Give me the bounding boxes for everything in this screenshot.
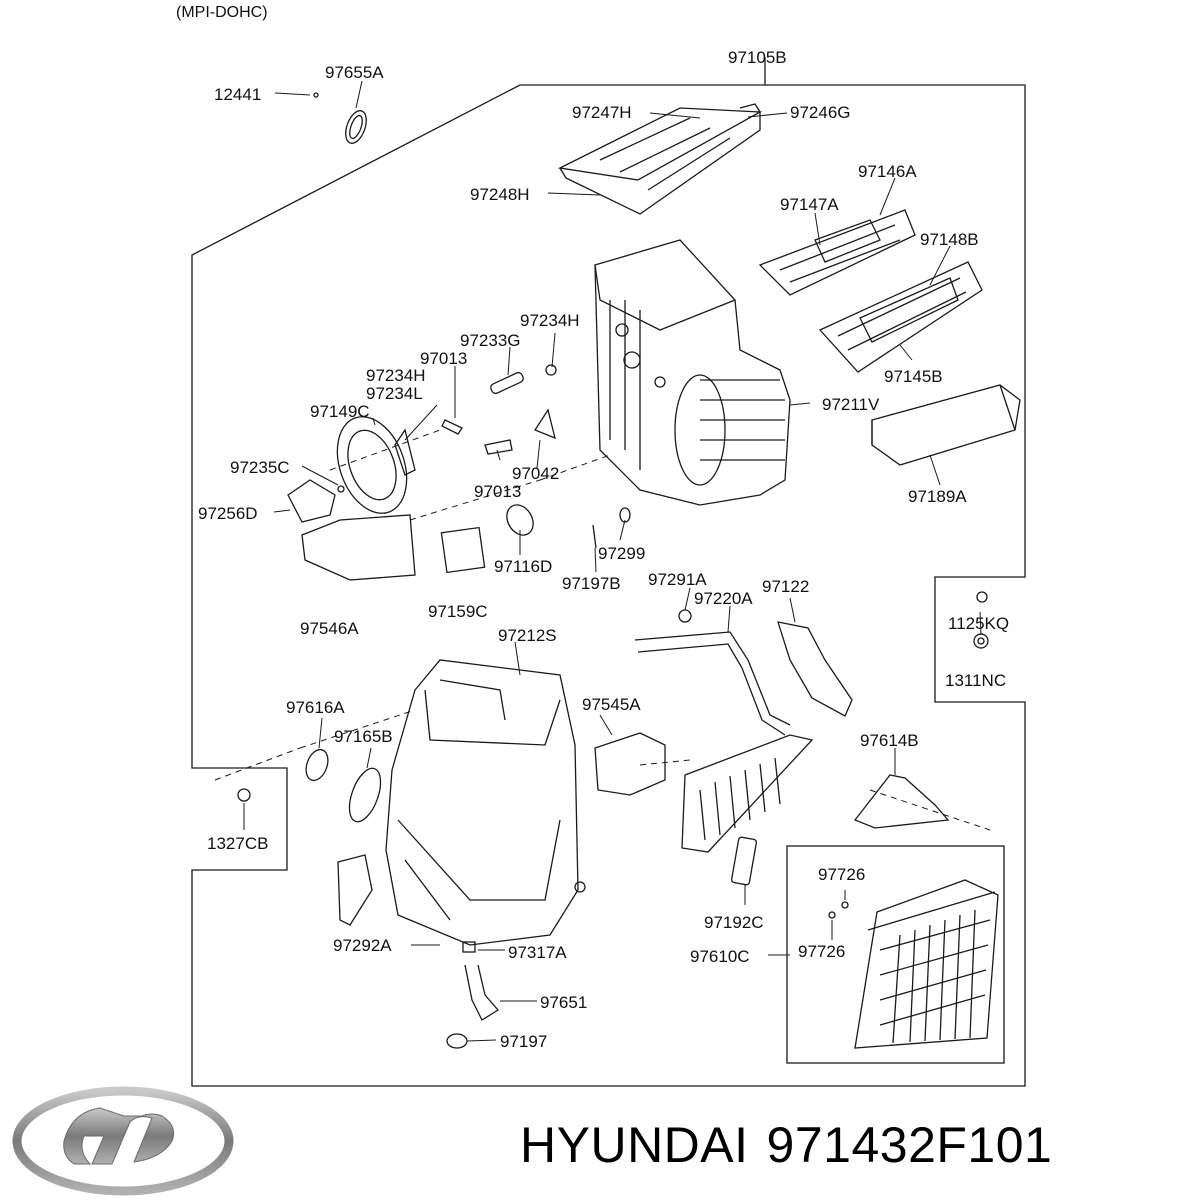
pipe-97220A: [634, 609, 791, 736]
engine-variant-label: (MPI-DOHC): [176, 4, 268, 21]
lower-housing-shape: [385, 659, 579, 946]
callout-97116D: 97116D: [494, 557, 553, 576]
callout-97616A: 97616A: [286, 698, 345, 717]
callout-97212S: 97212S: [498, 626, 557, 645]
callout-97234H: 97234H: [520, 311, 580, 330]
callout-97256D: 97256D: [198, 504, 258, 523]
bracket-97614B: [853, 774, 950, 829]
callout-97233G: 97233G: [460, 331, 521, 350]
callout-97042: 97042: [512, 464, 560, 483]
callout-97247H: 97247H: [572, 103, 632, 122]
callout-97299: 97299: [598, 544, 646, 563]
assembly-boundary: [191, 84, 1026, 1087]
callout-97197B: 97197B: [562, 574, 621, 593]
callout-97149C: 97149C: [310, 402, 370, 421]
heater-core-97610C-shape: [854, 879, 999, 1049]
motor-97545A: [594, 732, 666, 796]
duct-97189A-shape: [871, 384, 1021, 466]
mode-door-shape: [758, 209, 916, 296]
callout-97235C: 97235C: [230, 458, 290, 477]
callout-97234H-2: 97234H: [366, 366, 426, 385]
actuator-97159C: [440, 526, 486, 574]
callout-97292A: 97292A: [333, 936, 392, 955]
callout-97147A: 97147A: [780, 195, 839, 214]
callout-97148B: 97148B: [920, 230, 979, 249]
callout-97614B: 97614B: [860, 731, 919, 750]
callout-97726: 97726: [818, 865, 866, 884]
actuator-97256D: [287, 479, 336, 523]
callout-97610C: 97610C: [690, 947, 750, 966]
callout-1125KQ: 1125KQ: [948, 614, 1010, 633]
part-97233G: [490, 371, 524, 395]
callout-12441: 12441: [214, 85, 262, 104]
brand-part-number: HYUNDAI 971432F101: [520, 1116, 1052, 1174]
callout-97655A: 97655A: [325, 63, 384, 82]
callout-97122: 97122: [762, 577, 810, 596]
temp-door-shape: [818, 261, 983, 373]
callout-1327CB: 1327CB: [207, 834, 269, 853]
callout-97159C: 97159C: [428, 602, 488, 621]
callout-97165B: 97165B: [334, 727, 393, 746]
bracket-97122: [777, 621, 853, 717]
callout-97651: 97651: [540, 993, 588, 1012]
upper-housing-shape: [594, 239, 791, 506]
duct-97546A: [301, 514, 416, 581]
callout-97211V: 97211V: [822, 395, 880, 414]
callout-97197: 97197: [500, 1032, 548, 1051]
seal-97192C: [730, 836, 758, 886]
callout-97220A: 97220A: [694, 589, 753, 608]
callout-97189A: 97189A: [908, 487, 967, 506]
filter-cover-shape: [557, 103, 763, 215]
part-number: 971432F101: [766, 1117, 1053, 1173]
callout-97145B: 97145B: [884, 367, 943, 386]
disc-97149C: [336, 416, 408, 514]
callout-97105B: 97105B: [728, 48, 787, 67]
callout-97726-2: 97726: [798, 942, 846, 961]
callout-97013: 97013: [420, 349, 468, 368]
drain-97651: [464, 964, 499, 1021]
callout-97546A: 97546A: [300, 619, 359, 638]
gasket-97655A: [345, 110, 367, 144]
heater-core-shape: [681, 734, 814, 853]
brand-name: HYUNDAI: [520, 1117, 749, 1173]
callout-97192C: 97192C: [704, 913, 764, 932]
hyundai-logo: [12, 1086, 234, 1196]
callout-97545A: 97545A: [582, 695, 641, 714]
callout-97013-2: 97013: [474, 482, 522, 501]
callout-97317A: 97317A: [508, 943, 567, 962]
callout-97291A: 97291A: [648, 570, 707, 589]
callout-97146A: 97146A: [858, 162, 917, 181]
callout-97246G: 97246G: [790, 103, 851, 122]
callout-1311NC: 1311NC: [945, 671, 1007, 690]
callout-97248H: 97248H: [470, 185, 530, 204]
callout-97234L: 97234L: [366, 384, 423, 403]
